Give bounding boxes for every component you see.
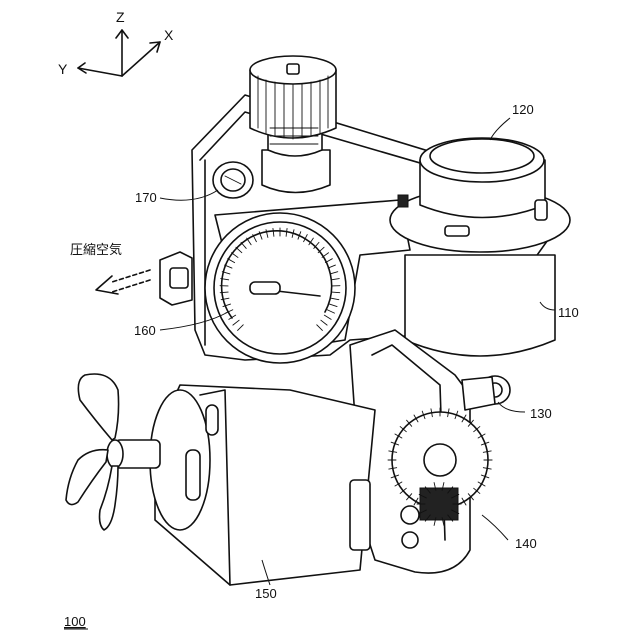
axis-y-label: Y <box>58 61 68 77</box>
ref-110-label: 110 <box>558 305 579 320</box>
fitting-screw <box>213 162 253 198</box>
cooling-fan <box>66 374 160 530</box>
ref-130-label: 130 <box>530 406 552 421</box>
ref-140-label: 140 <box>515 536 537 551</box>
compressed-air-label: 圧縮空気 <box>70 242 122 257</box>
coordinate-axes: Z X Y <box>58 9 174 77</box>
axis-x-label: X <box>164 27 174 43</box>
ref-150-label: 150 <box>255 586 277 601</box>
air-outlet-port <box>160 252 192 305</box>
ref-100-label: 100 <box>64 614 86 629</box>
ref-160-label: 160 <box>134 323 156 338</box>
compressed-air-arrow: 圧縮空気 <box>70 242 150 294</box>
pressure-gauge <box>205 213 355 363</box>
axis-z-label: Z <box>116 9 125 25</box>
pressure-adjust-knob <box>250 56 336 193</box>
motor <box>150 385 375 585</box>
connecting-pin <box>462 376 510 410</box>
ref-120-label: 120 <box>512 102 534 117</box>
ref-170-label: 170 <box>135 190 157 205</box>
